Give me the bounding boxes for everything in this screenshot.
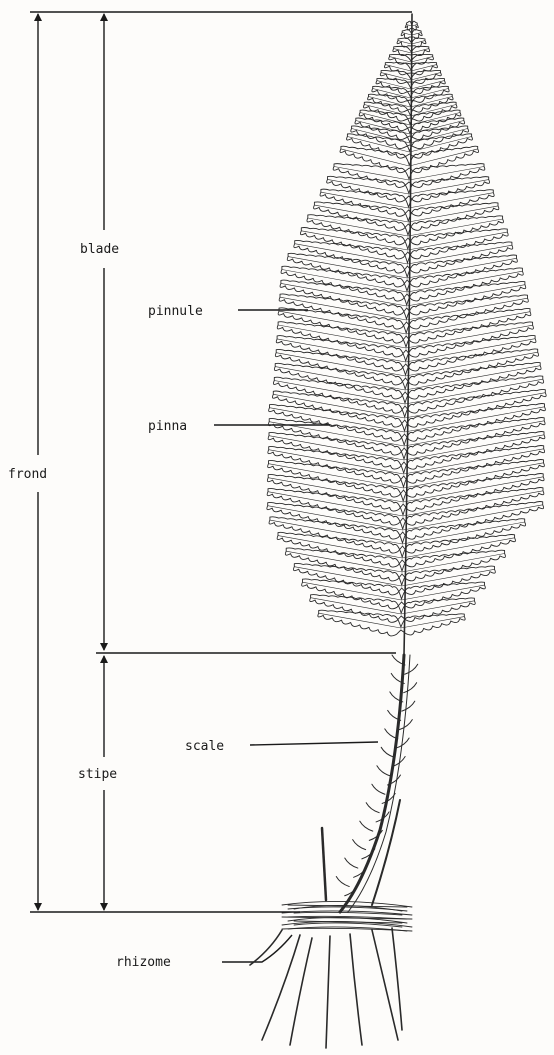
pinna	[404, 432, 545, 470]
pinna	[403, 519, 526, 553]
pinna-vein	[278, 325, 406, 348]
scale-mark	[399, 720, 412, 730]
scale-mark	[353, 840, 366, 850]
pinna	[405, 376, 544, 413]
pinna	[405, 404, 546, 442]
blade-drawing	[267, 14, 546, 655]
pinna	[277, 532, 402, 567]
pinna	[409, 177, 490, 202]
label-rhizome: rhizome	[116, 955, 171, 970]
pinna	[403, 502, 544, 540]
fern-illustration	[250, 14, 546, 1048]
scale-mark	[372, 784, 385, 794]
pinna	[409, 164, 485, 188]
pinna	[310, 595, 401, 623]
scale-mark	[336, 877, 349, 887]
pinna	[401, 29, 411, 38]
pinna-vein	[410, 137, 472, 153]
pinna	[318, 610, 401, 636]
stipe-drawing	[322, 655, 418, 912]
pinna	[405, 362, 541, 399]
scale-mark	[366, 803, 379, 813]
pinna	[406, 349, 539, 385]
pinna-vein	[301, 231, 408, 250]
pinna	[404, 460, 545, 498]
stipe-stem	[340, 655, 404, 912]
pinna	[403, 488, 544, 526]
pinna	[409, 190, 495, 216]
pinna	[412, 29, 423, 38]
old-stipe	[322, 828, 326, 900]
label-blade: blade	[80, 242, 119, 257]
pinna	[405, 389, 546, 427]
pinna	[409, 146, 478, 172]
pinna-vein	[286, 551, 402, 572]
pinna	[406, 308, 531, 343]
label-pinnule: pinnule	[148, 304, 203, 319]
pinna-vein	[276, 353, 405, 376]
pinna-vein	[412, 41, 426, 44]
pinna	[402, 566, 496, 594]
pinna-vein	[408, 245, 512, 264]
pinna	[406, 322, 533, 357]
label-stipe: stipe	[78, 767, 117, 782]
scale-mark	[402, 701, 415, 711]
label-frond: frond	[8, 467, 47, 482]
scale-mark	[360, 821, 373, 831]
pinna-vein	[274, 381, 405, 405]
pinna	[384, 62, 411, 74]
pinna	[327, 176, 409, 202]
pinna	[320, 189, 408, 216]
pinna-vein	[275, 367, 405, 390]
pinna	[376, 78, 411, 93]
label-pinna: pinna	[148, 419, 187, 434]
pinna	[411, 78, 446, 93]
pinna	[401, 614, 465, 635]
pinna	[411, 70, 442, 83]
rhizome-drawing	[250, 901, 412, 1048]
root	[350, 934, 362, 1045]
pinna	[333, 164, 409, 188]
scale-leader	[250, 742, 378, 745]
blade-dimension	[96, 14, 396, 653]
scale-mark	[404, 683, 417, 693]
pinna	[408, 203, 499, 231]
pinna	[404, 418, 545, 456]
pinna-vein	[277, 339, 406, 362]
pinna-vein	[347, 137, 409, 153]
pinna-vein	[407, 271, 522, 292]
pinna	[411, 86, 450, 102]
pinna-vein	[407, 298, 528, 320]
rhizome-leader	[222, 935, 292, 962]
pinna	[410, 134, 473, 158]
scale-mark	[381, 747, 394, 757]
root	[392, 928, 402, 1030]
root	[326, 936, 330, 1048]
pinna	[404, 446, 545, 484]
pinna	[403, 474, 544, 512]
scale-mark	[345, 858, 358, 868]
pinna-vein	[407, 285, 525, 306]
scale-mark	[405, 664, 418, 674]
label-scale: scale	[185, 739, 224, 754]
pinna	[401, 598, 475, 622]
scale-mark	[377, 766, 390, 776]
